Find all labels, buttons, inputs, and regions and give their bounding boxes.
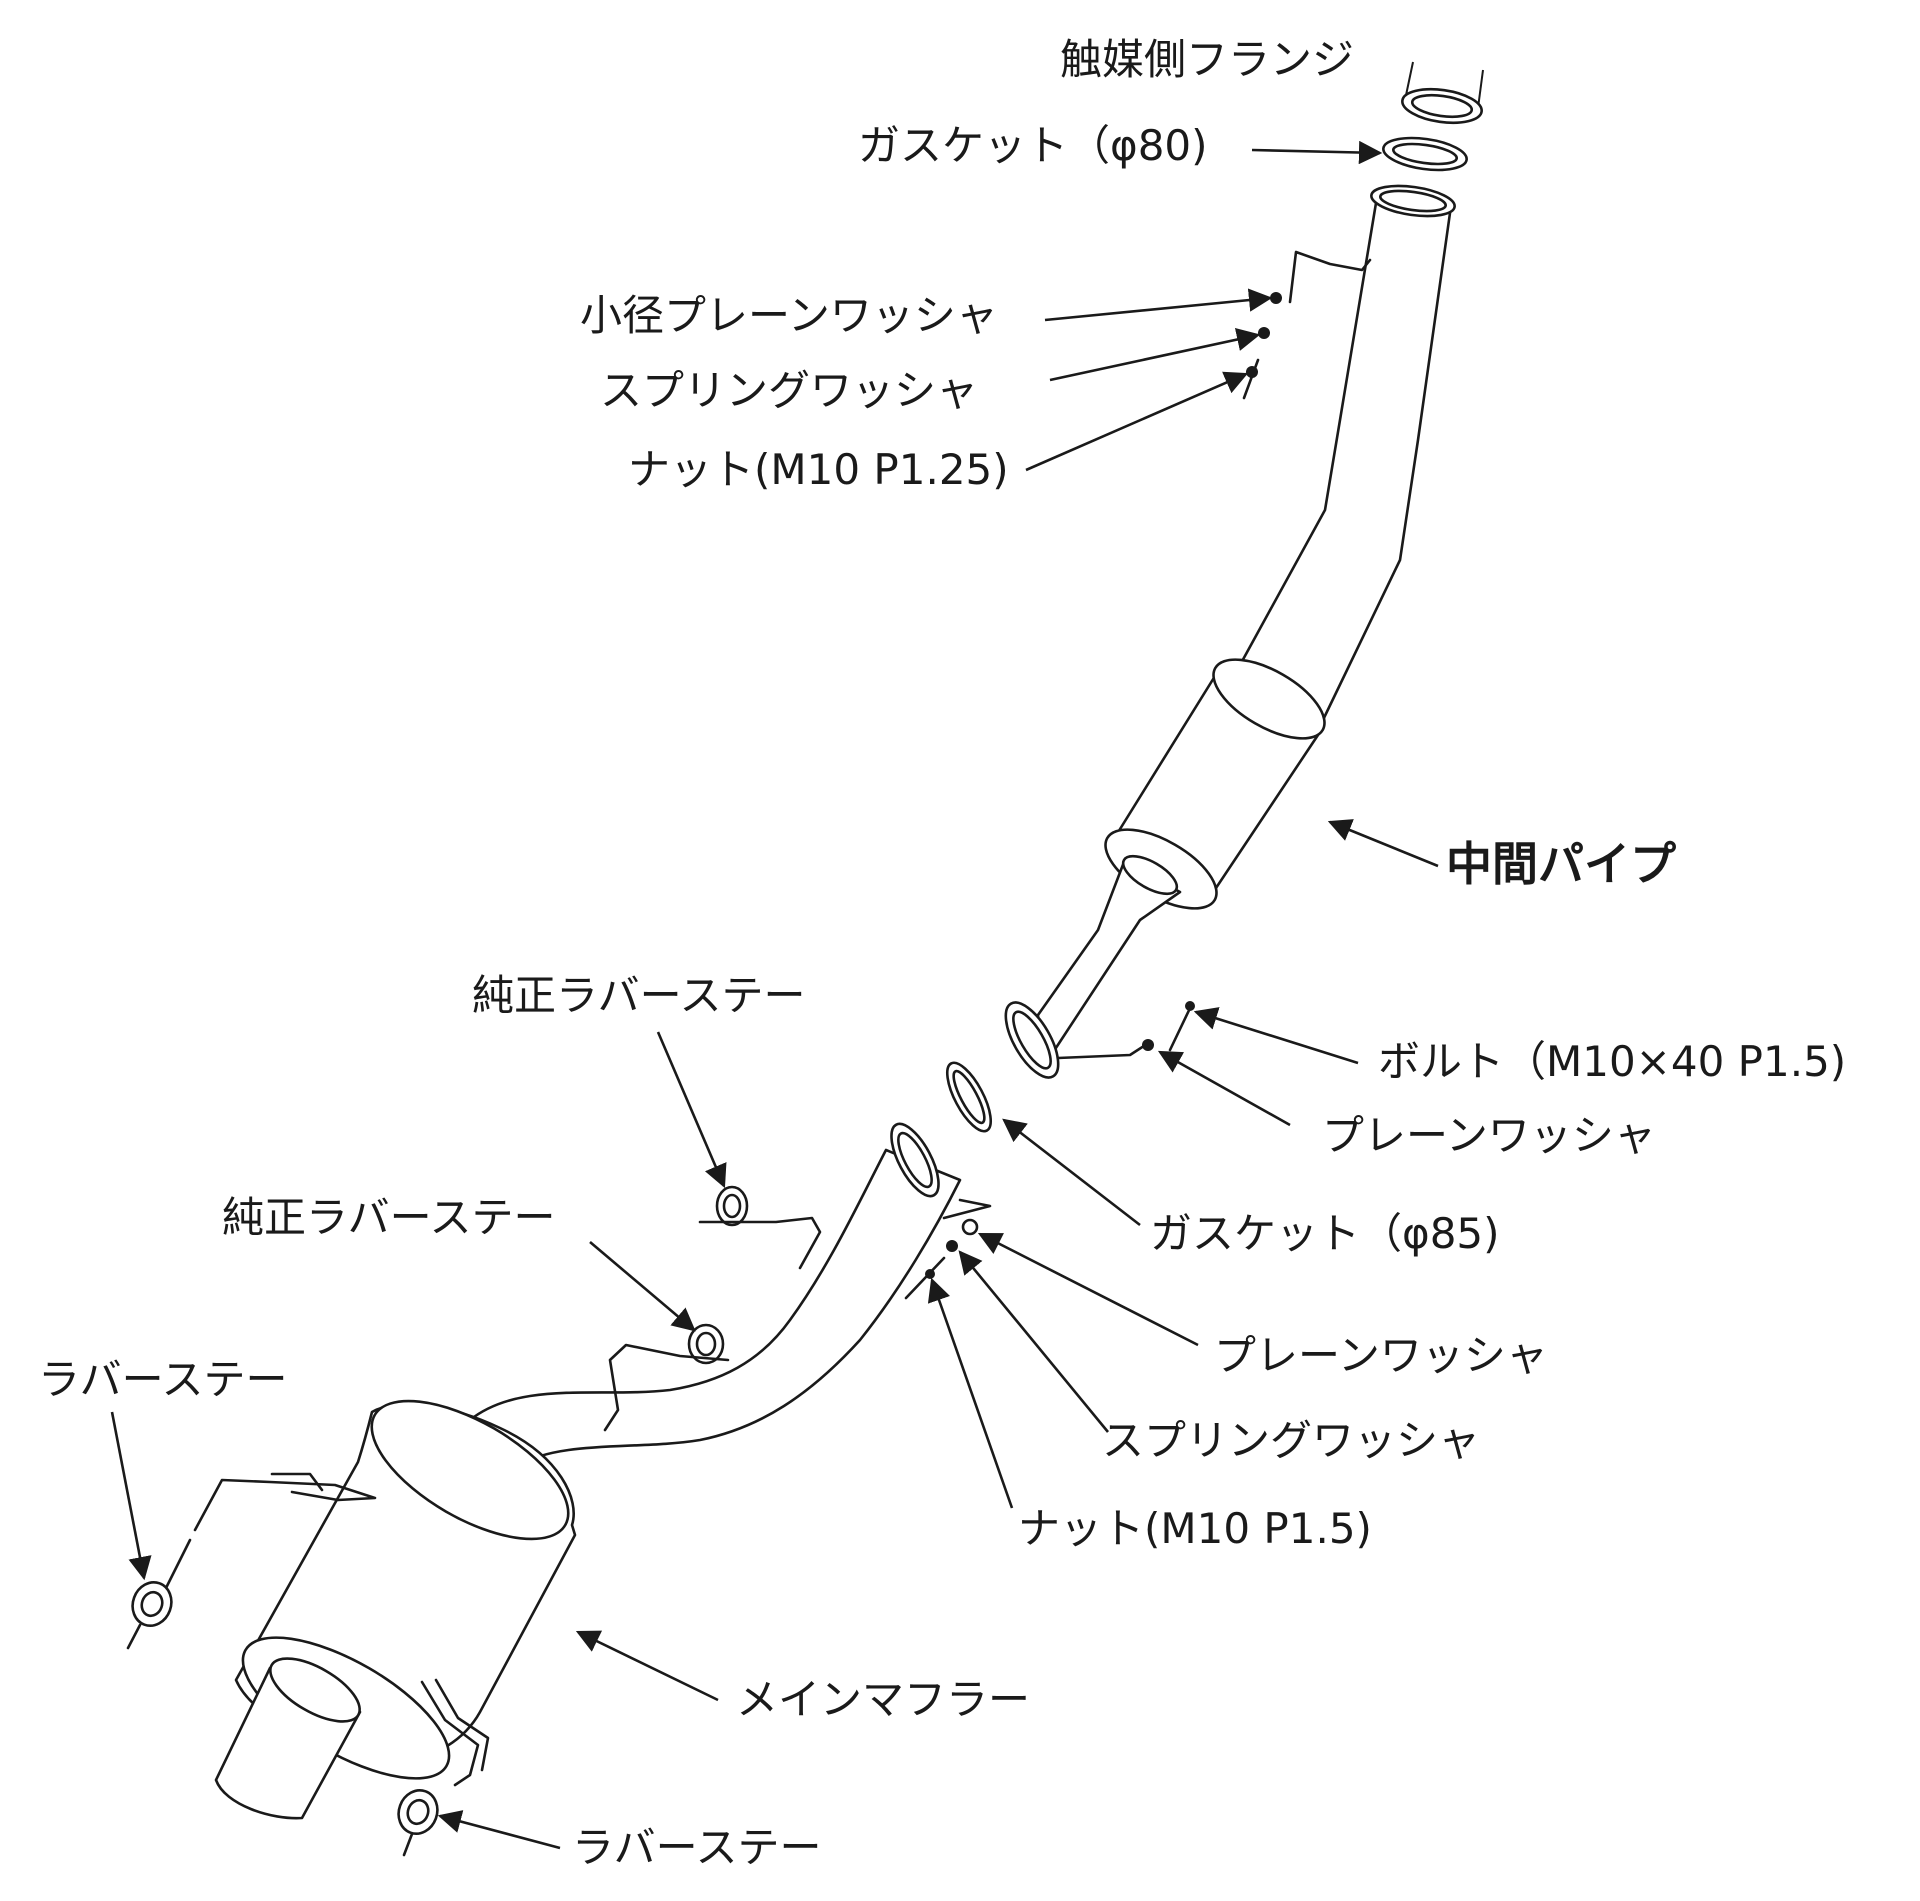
- label-gasket-phi80: ガスケット（φ80): [858, 121, 1208, 170]
- label-bolt-m10x40: ボルト（M10×40 P1.5): [1378, 1037, 1846, 1086]
- rubber-stay-bottom: [397, 1678, 490, 1857]
- rubber-stay-left: [126, 1472, 377, 1650]
- oem-rubber-stay-lower: [603, 1323, 730, 1432]
- top-fasteners: [1242, 292, 1282, 400]
- main-muffler-body: [214, 1399, 577, 1820]
- mid-pipe: [1004, 184, 1456, 1079]
- label-nut-m10-p15: ナット(M10 P1.5): [1018, 1504, 1372, 1553]
- label-plain-washer-2: プレーンワッシャ: [1214, 1331, 1548, 1380]
- cat-side-flange: [1401, 61, 1484, 125]
- callout-labels: 触媒側フランジ ガスケット（φ80) 小径プレーンワッシャ スプリングワッシャ …: [38, 35, 1846, 1872]
- oem-rubber-stay-upper: [698, 1185, 822, 1270]
- label-plain-washer-1: プレーンワッシャ: [1322, 1111, 1656, 1160]
- label-main-muffler: メインマフラー: [736, 1675, 1030, 1724]
- label-oem-rubber-stay-1: 純正ラバーステー: [472, 971, 805, 1020]
- bolt-and-washer: [1142, 1001, 1195, 1052]
- label-oem-rubber-stay-2: 純正ラバーステー: [222, 1193, 555, 1242]
- label-rubber-stay-bottom: ラバーステー: [572, 1823, 821, 1872]
- leader-lines: [110, 140, 1439, 1850]
- gasket-phi80: [1382, 136, 1468, 172]
- label-gasket-phi85: ガスケット（φ85): [1150, 1209, 1500, 1258]
- rear-pipe: [468, 1122, 992, 1467]
- label-cat-side-flange: 触媒側フランジ: [1060, 35, 1354, 84]
- label-rubber-stay-left: ラバーステー: [38, 1355, 287, 1404]
- lower-fasteners: [904, 1218, 979, 1300]
- label-spring-washer-bottom: スプリングワッシャ: [1102, 1416, 1480, 1465]
- label-mid-pipe: 中間パイプ: [1446, 837, 1676, 891]
- label-small-plain-washer: 小径プレーンワッシャ: [580, 291, 998, 340]
- gasket-phi85: [945, 1061, 993, 1133]
- label-nut-m10-p125: ナット(M10 P1.25): [628, 445, 1009, 494]
- label-spring-washer-top: スプリングワッシャ: [600, 366, 978, 415]
